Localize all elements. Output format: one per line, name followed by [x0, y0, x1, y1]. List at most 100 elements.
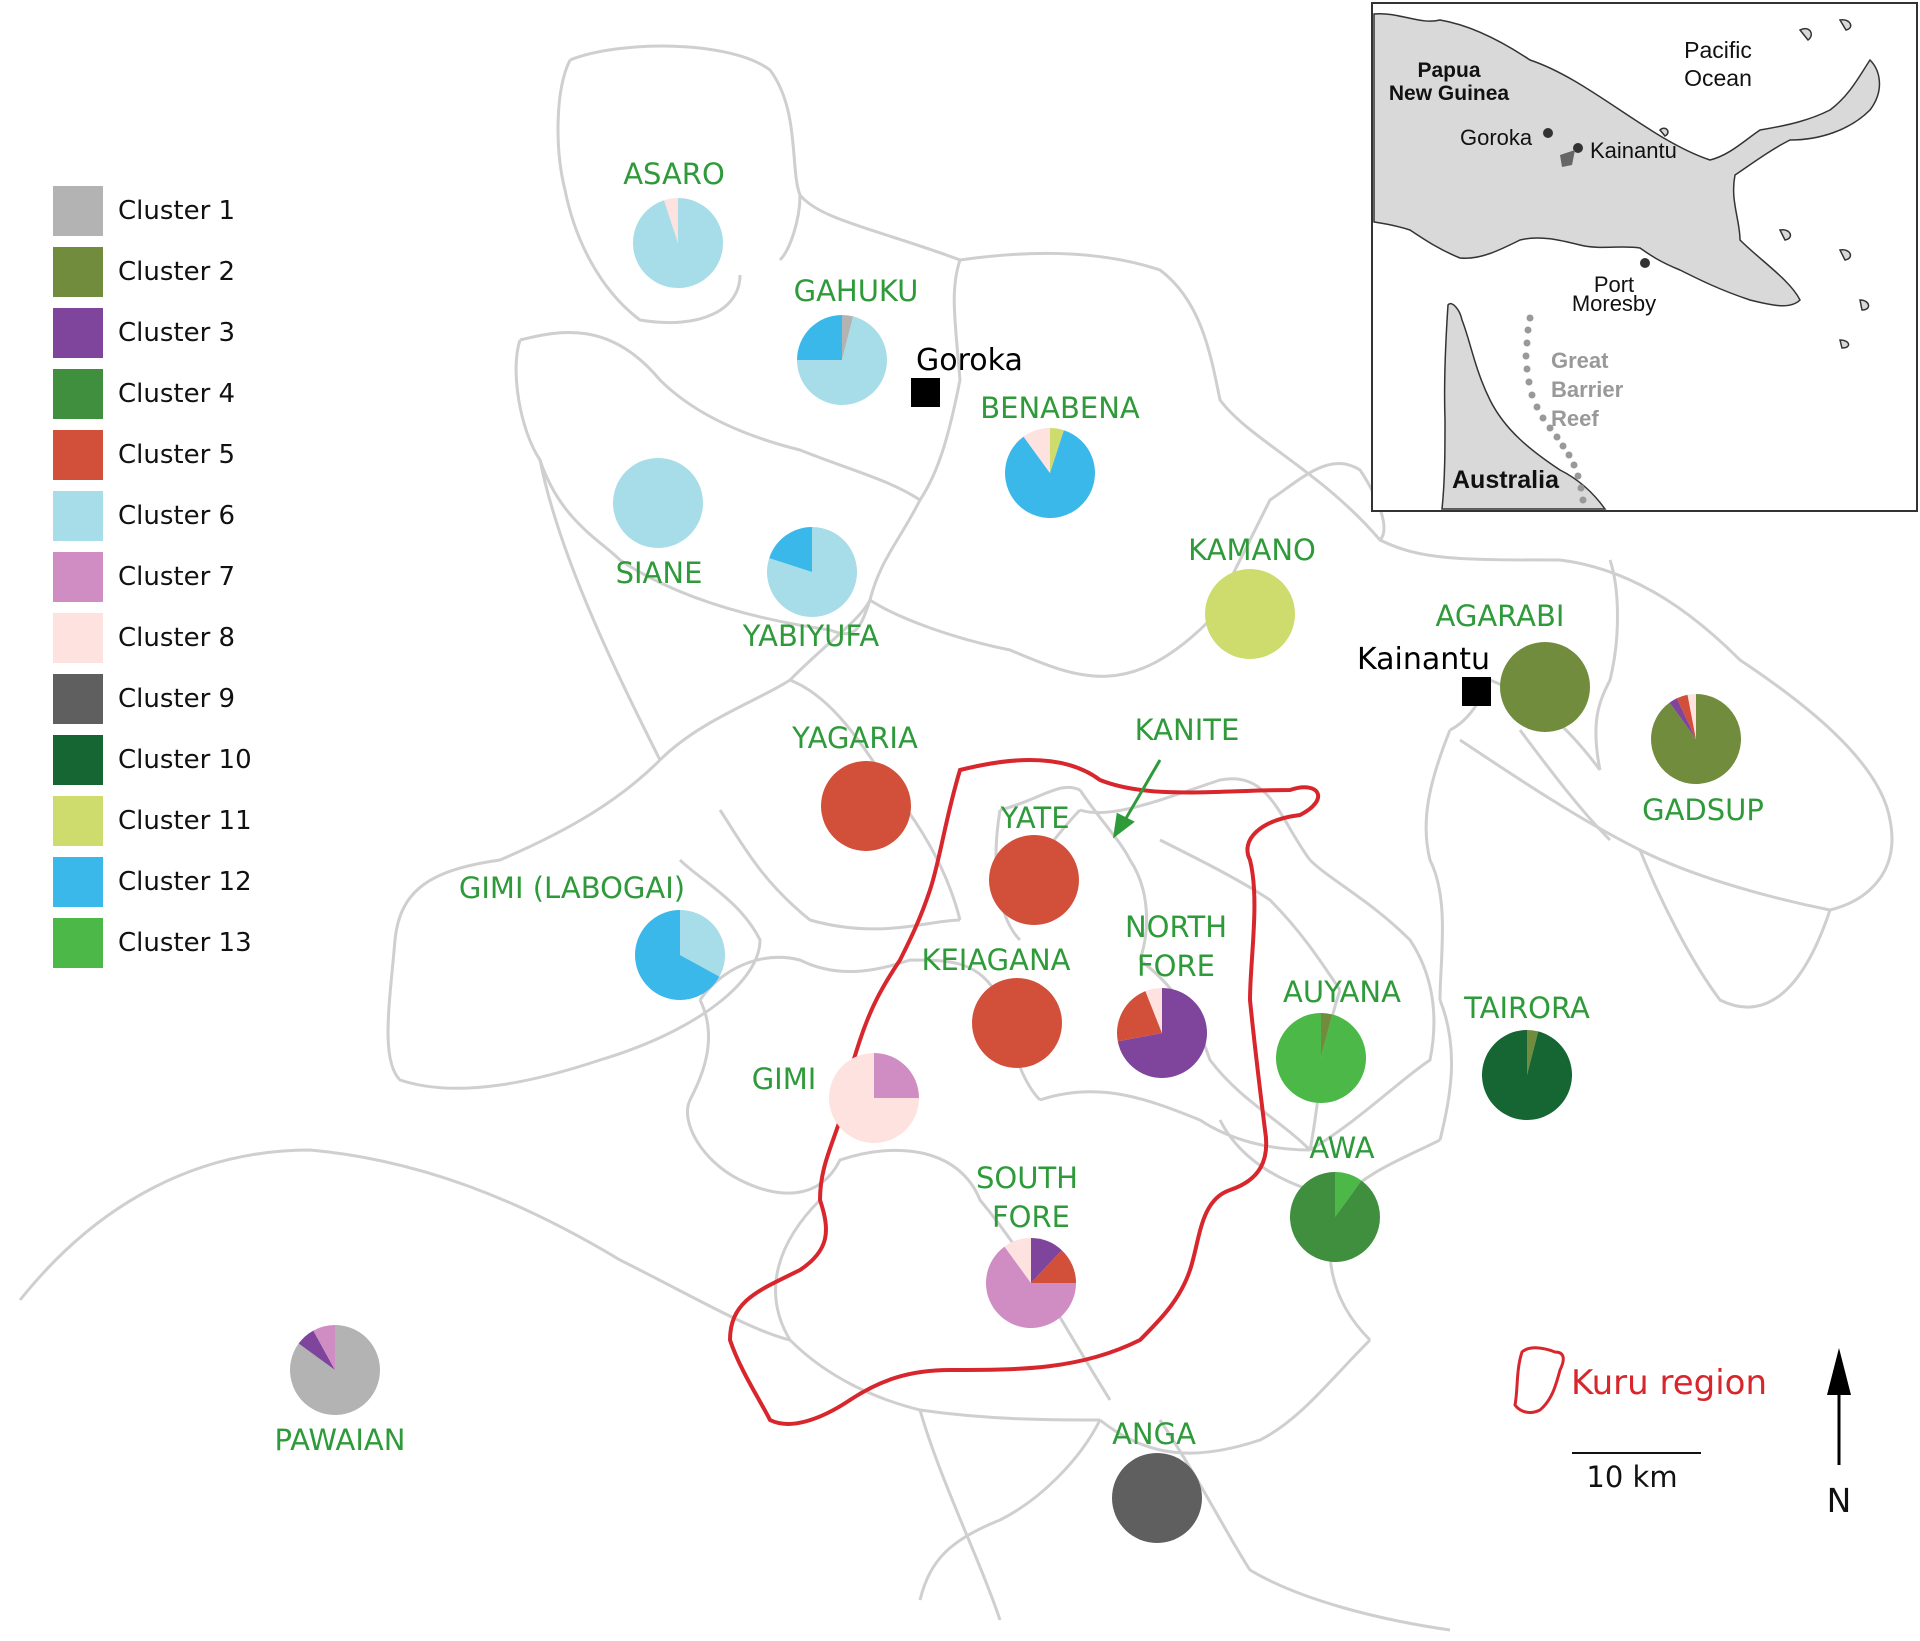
- label-yate: YATE: [999, 801, 1069, 835]
- legend-item: Cluster 13: [53, 912, 252, 973]
- pie-slice: [797, 316, 888, 405]
- inset-label-australia: Australia: [1452, 466, 1560, 494]
- inset-label-pacific: Pacific: [1684, 37, 1752, 63]
- pie-slice: [1500, 642, 1590, 732]
- pie-slice: [1023, 428, 1050, 473]
- pie-auyana: [1276, 1013, 1367, 1103]
- inset-label-reef: Reef: [1551, 406, 1599, 431]
- group-boundaries: [18, 44, 1894, 1632]
- pie-slice: [1669, 698, 1696, 739]
- pie-keiagana: [972, 978, 1062, 1068]
- legend-label: Cluster 4: [118, 378, 236, 409]
- legend-label: Cluster 1: [118, 195, 236, 226]
- label-benabena: BENABENA: [980, 391, 1140, 425]
- legend-swatch: [53, 246, 103, 297]
- legend-swatch: [53, 368, 103, 419]
- label-north-fore-line2: FORE: [1137, 949, 1215, 983]
- inset-label-ocean: Ocean: [1684, 65, 1752, 91]
- pie-slice: [313, 1325, 335, 1370]
- label-agarabi: AGARABI: [1436, 599, 1565, 633]
- pie-awa: [1290, 1172, 1380, 1262]
- pie-yabiyufa: [767, 527, 857, 617]
- inset-islands: [1658, 19, 1870, 349]
- pie-pawaian: [290, 1325, 381, 1415]
- pie-slice: [985, 1246, 1076, 1329]
- inset-goroka-dot: [1543, 128, 1553, 138]
- reef-dot: [1577, 484, 1585, 492]
- legend-item: Cluster 7: [53, 546, 252, 607]
- pie-benabena: [1005, 428, 1095, 518]
- pie-slice: [664, 198, 678, 243]
- legend-label: Cluster 5: [118, 439, 236, 470]
- label-gimi: GIMI: [752, 1062, 817, 1096]
- pie-slice: [1031, 1250, 1076, 1283]
- pie-slice: [633, 198, 723, 289]
- inset-label-new-guinea: New Guinea: [1389, 82, 1510, 105]
- kuru-key-icon: [1513, 1346, 1565, 1414]
- pie-slice: [1290, 1172, 1380, 1262]
- legend-swatch: [53, 734, 103, 785]
- pie-slice: [972, 978, 1062, 1068]
- pie-slice: [1276, 1013, 1367, 1103]
- legend-label: Cluster 6: [118, 500, 236, 531]
- label-tairora: TAIRORA: [1463, 991, 1590, 1025]
- pie-slice: [769, 527, 812, 572]
- inset-study-area: [1560, 150, 1575, 167]
- legend-swatch: [53, 307, 103, 358]
- town-goroka: Goroka: [916, 343, 1023, 378]
- reef-dot: [1524, 326, 1532, 334]
- pie-tairora: [1481, 1030, 1572, 1120]
- pie-slice: [1321, 1013, 1333, 1058]
- legend-item: Cluster 10: [53, 729, 252, 790]
- pie-slice: [874, 1053, 919, 1098]
- legend-label: Cluster 9: [118, 683, 236, 714]
- inset-map: Papua New Guinea Pacific Ocean Goroka Ka…: [1371, 2, 1918, 512]
- pie-slice: [989, 835, 1079, 925]
- pie-slice: [680, 910, 725, 977]
- reef-dot: [1553, 433, 1561, 441]
- pie-yagaria: [821, 761, 911, 851]
- pie-slice: [1031, 1238, 1062, 1283]
- inset-port-moresby-dot: [1640, 258, 1650, 268]
- reef-dot: [1574, 472, 1582, 480]
- label-kamano: KAMANO: [1188, 533, 1316, 567]
- inset-label-great: Great: [1551, 348, 1609, 373]
- legend-swatch: [53, 917, 103, 968]
- label-anga: ANGA: [1112, 1417, 1196, 1451]
- reef-dot: [1523, 365, 1531, 373]
- label-yabiyufa: YABIYUFA: [742, 619, 880, 653]
- label-pawaian: PAWAIAN: [275, 1423, 406, 1457]
- reef-dot: [1546, 424, 1554, 432]
- reef-dot: [1579, 496, 1587, 504]
- pie-gimi-labogai: [634, 910, 725, 1000]
- reef-dot: [1559, 442, 1567, 450]
- inset-kainantu-dot: [1573, 143, 1583, 153]
- kanite-arrow: [1112, 759, 1162, 839]
- legend-swatch: [53, 795, 103, 846]
- pie-gadsup: [1651, 694, 1741, 784]
- pie-yate: [989, 835, 1079, 925]
- scale-bar: 10 km: [1572, 1452, 1701, 1494]
- legend-swatch: [53, 856, 103, 907]
- legend-item: Cluster 6: [53, 485, 252, 546]
- north-arrow-icon: [1827, 1348, 1851, 1395]
- population-pies: [290, 198, 1741, 1543]
- north-arrow: N: [1827, 1348, 1851, 1520]
- label-siane: SIANE: [616, 556, 703, 590]
- label-asaro: ASARO: [623, 157, 725, 191]
- pie-slice: [613, 458, 703, 548]
- pie-slice: [298, 1330, 335, 1370]
- pie-slice: [1651, 694, 1741, 784]
- population-labels: ASARO GAHUKU BENABENA SIANE YABIYUFA KAM…: [275, 157, 1764, 1457]
- pie-slice: [1117, 988, 1208, 1078]
- inset-label-goroka: Goroka: [1460, 125, 1533, 150]
- pie-kamano: [1205, 569, 1295, 659]
- label-auyana: AUYANA: [1283, 975, 1401, 1009]
- label-gimi-labogai: GIMI (LABOGAI): [459, 871, 685, 905]
- reef-dot: [1539, 414, 1547, 422]
- pie-slice: [829, 1053, 919, 1143]
- label-gadsup: GADSUP: [1642, 793, 1764, 827]
- pie-slice: [1112, 1453, 1202, 1543]
- reef-dot: [1570, 461, 1578, 469]
